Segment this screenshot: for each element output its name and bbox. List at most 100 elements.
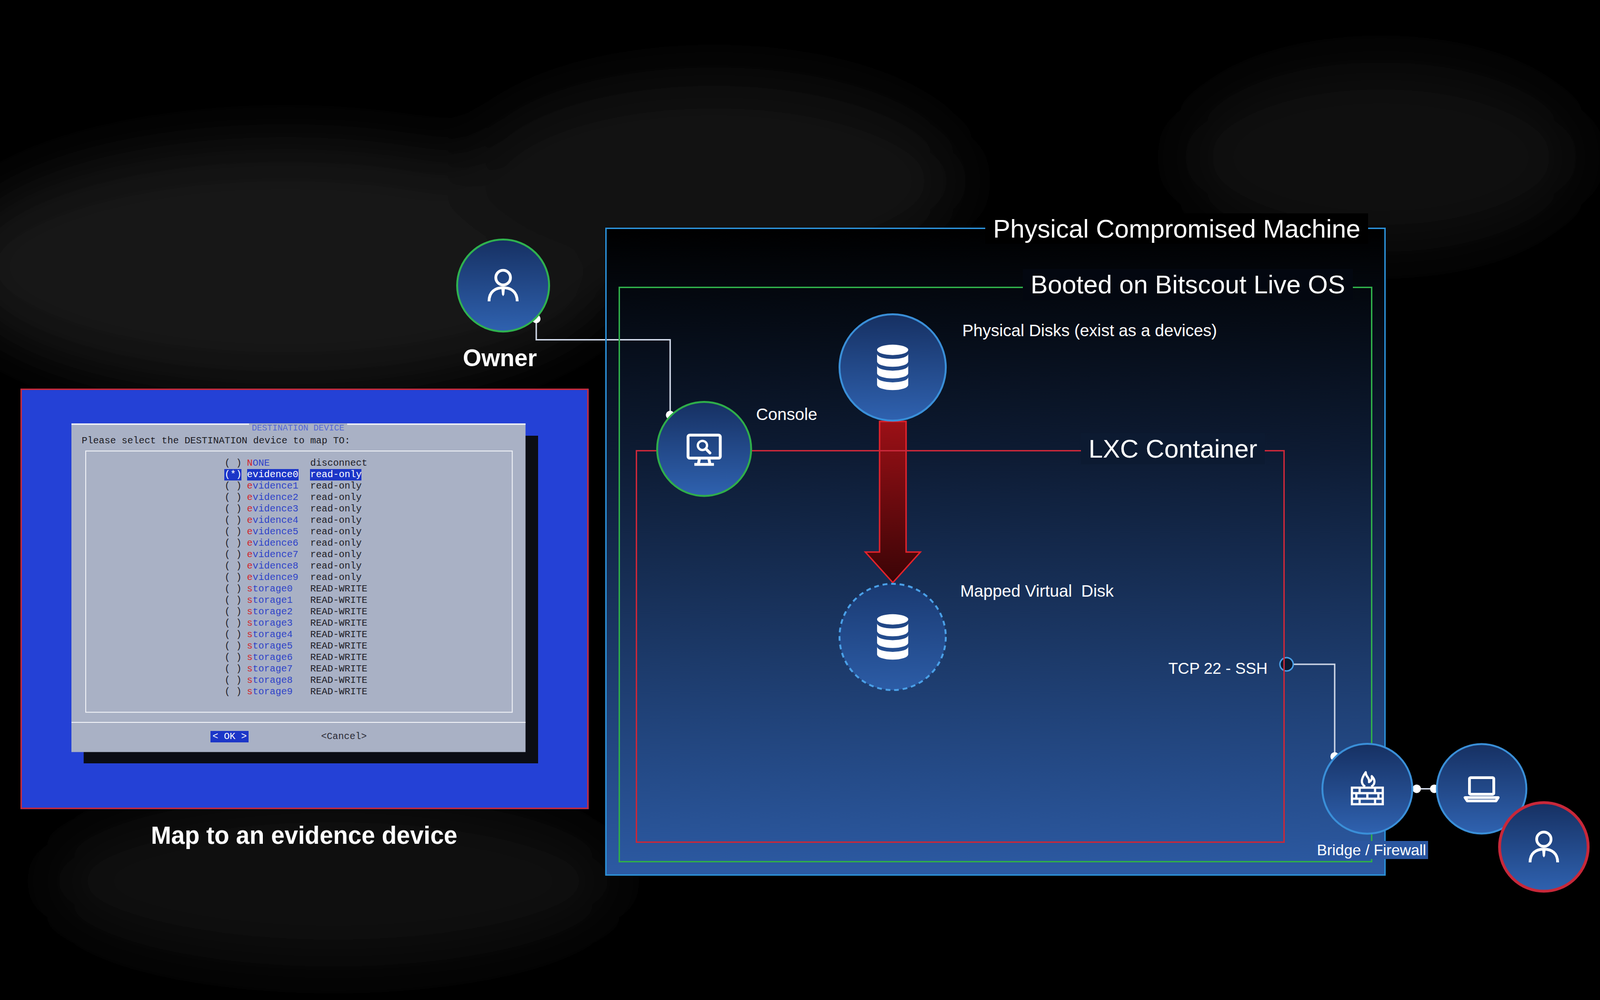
laptop-icon (1465, 777, 1499, 801)
circle-icon (1351, 772, 1383, 805)
list-cell: ( ) (224, 560, 242, 572)
list-cell: ( ) (224, 457, 242, 470)
list-cell: ( ) (224, 640, 242, 652)
circle-label: Console (756, 404, 818, 425)
list-cell: ( ) (224, 503, 242, 515)
list-cell: storage5 (247, 640, 293, 652)
list-cell: ( ) (224, 651, 242, 664)
circle-label: Owner (462, 343, 538, 373)
region-title: Physical Compromised Machine (985, 213, 1368, 245)
circle-shape (839, 583, 946, 690)
wire-dot (1412, 784, 1421, 793)
connector (865, 421, 921, 583)
list-cell: READ-WRITE (310, 663, 368, 675)
live-os-frame: Physical Disks (exist as a devices) Conso… (618, 286, 1373, 863)
circle-outline (1321, 742, 1414, 835)
list-cell: ( ) (224, 537, 242, 550)
virtual-disk-circle: Mapped Virtual Disk (838, 582, 947, 691)
circle-label: Mapped Virtual Disk (960, 580, 1114, 601)
attacker-icon (1530, 831, 1558, 863)
list-cell: ( ) (224, 686, 242, 698)
circle-shape (657, 401, 751, 496)
list-cell: disconnect (310, 457, 368, 470)
circle-outline (456, 238, 550, 333)
list-cell: storage9 (247, 686, 293, 698)
list-cell: ( ) (224, 629, 242, 641)
list-cell: READ-WRITE (310, 629, 368, 641)
dialog-prompt: Please select the DESTINATION device to … (81, 435, 350, 447)
circle-icon (877, 613, 909, 660)
connector-dot (1280, 657, 1294, 671)
list-cell: ( ) (224, 674, 242, 687)
circle-outline (838, 582, 947, 691)
container-frame: Mapped Virtual DiskLXC Container (635, 450, 1285, 843)
dialog-ground (71, 423, 526, 752)
list-cell: read-only (310, 560, 362, 572)
circle-outline (838, 313, 947, 422)
list-cell: read-only (310, 503, 362, 515)
list-cell: evidence5 (247, 526, 299, 538)
circle-label: Physical Disks (exist as a devices) (962, 320, 1218, 341)
list-cell: storage4 (247, 629, 293, 641)
list-frame (85, 450, 513, 713)
list-cell: read-only (310, 526, 362, 538)
list-cell: ( ) (224, 514, 242, 527)
circle-shape (839, 314, 946, 421)
machine-frame: Physical Disks (exist as a devices) Conso… (605, 227, 1386, 876)
panel-caption: Map to an evidence device (150, 820, 458, 850)
owner-circle: Owner (456, 238, 550, 333)
circle-shape (1322, 743, 1413, 834)
console-circle: Console (656, 400, 752, 497)
list-cell: read-only (310, 571, 362, 584)
dialog-window: DESTINATION DEVICEPlease select the DEST… (71, 423, 526, 752)
blurred-photo (0, 61, 1581, 967)
list-cell: (*) (224, 469, 242, 481)
list-cell: evidence3 (247, 503, 299, 515)
region-title: Booted on Bitscout Live OS (1022, 269, 1353, 300)
circle-icon (688, 435, 721, 465)
list-cell: READ-WRITE (310, 674, 368, 687)
list-cell: READ-WRITE (310, 583, 368, 595)
list-cell: ( ) (224, 606, 242, 618)
list-cell: evidence4 (247, 514, 299, 527)
circle-shape (457, 239, 550, 332)
circle-label: Bridge / Firewall (1314, 840, 1428, 860)
list-cell: READ-WRITE (310, 594, 368, 607)
list-cell: ( ) (224, 549, 242, 561)
list-cell: NONE (247, 457, 270, 470)
list-cell: storage8 (247, 674, 293, 687)
machine-ground (605, 227, 1386, 876)
list-cell: evidence1 (247, 480, 299, 492)
list-cell: storage7 (247, 663, 293, 675)
list-cell: ( ) (224, 526, 242, 538)
firewall-circle: Bridge / Firewall (1321, 742, 1414, 835)
list-cell: read-only (310, 537, 362, 550)
port-label: TCP 22 - SSH (1168, 659, 1268, 679)
list-cell: storage6 (247, 651, 293, 664)
list-cell: storage3 (247, 617, 293, 630)
list-cell: READ-WRITE (310, 617, 368, 630)
list-cell: read-only (310, 514, 362, 527)
circle-icon (877, 344, 909, 390)
list-cell: evidence7 (247, 549, 299, 561)
circle-icon (489, 270, 518, 302)
list-cell: ( ) (224, 663, 242, 675)
dialog-button: <Cancel> (320, 730, 367, 743)
connector (1284, 664, 1335, 757)
dialog-button: < OK > (210, 730, 249, 743)
list-cell: evidence6 (247, 537, 299, 550)
list-cell: storage1 (247, 594, 293, 607)
list-cell: read-only (310, 549, 362, 561)
dialog-separator (71, 721, 526, 723)
list-cell: READ-WRITE (310, 651, 368, 664)
region-title: LXC Container (1080, 433, 1265, 465)
list-cell: read-only (310, 480, 362, 492)
screenshot-panel: DESTINATION DEVICEPlease select the DEST… (20, 388, 590, 810)
list-cell: ( ) (224, 617, 242, 630)
list-cell: ( ) (224, 491, 242, 504)
list-cell: evidence0 (247, 469, 299, 481)
list-cell: storage0 (247, 583, 293, 595)
attacker-circle (1499, 802, 1589, 892)
list-cell: evidence2 (247, 491, 299, 504)
